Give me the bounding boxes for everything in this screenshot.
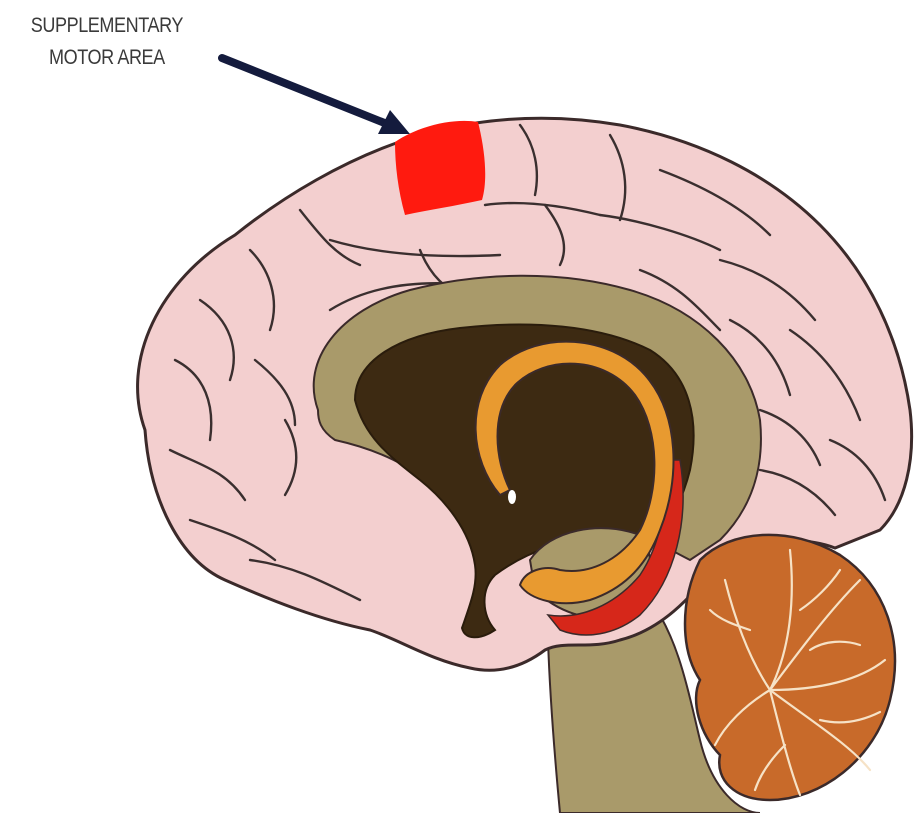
- cerebellum: [685, 535, 895, 800]
- arrow-pointer-icon: [222, 58, 410, 134]
- pineal-dot: [508, 490, 516, 504]
- supplementary-motor-area: [395, 121, 485, 215]
